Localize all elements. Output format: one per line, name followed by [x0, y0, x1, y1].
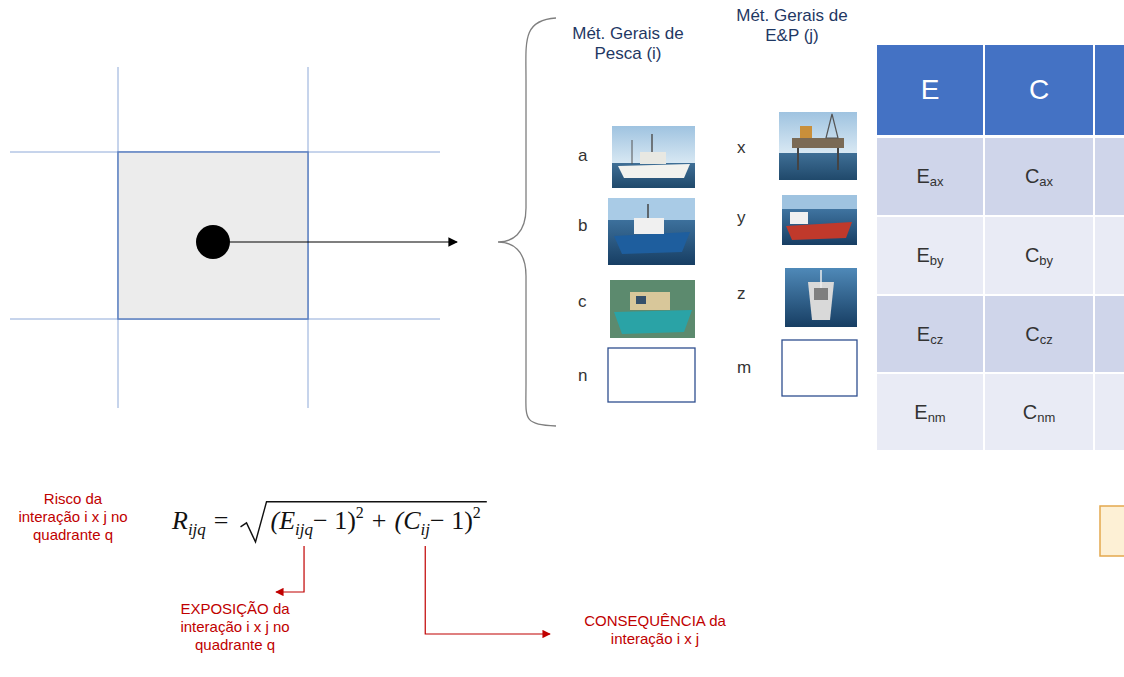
text-group: Cax — [985, 138, 1093, 214]
label-text: C — [1025, 244, 1039, 267]
label-text: n — [578, 366, 587, 386]
label-text: E — [914, 401, 927, 424]
arrow — [230, 241, 457, 242]
partial-box — [1100, 506, 1124, 556]
label-text: E — [921, 74, 940, 106]
index-text: cz — [1040, 332, 1053, 347]
label-text: (E — [271, 506, 296, 536]
leader-line — [276, 546, 304, 592]
text-group: Enm — [877, 374, 983, 450]
text-group: y — [737, 208, 746, 228]
label-text: E — [916, 244, 929, 267]
text-group: n — [578, 366, 587, 386]
text-group: Rijq=(Eijq− 1)2+(Cij− 1)2 — [172, 506, 481, 536]
label-text: z — [737, 284, 746, 304]
index-text: 2 — [473, 504, 481, 522]
label-text: m — [737, 358, 751, 378]
text-group: z — [737, 284, 746, 304]
leader-line — [425, 546, 550, 634]
text-group: Eby — [877, 217, 983, 293]
text-group: Cnm — [985, 374, 1093, 450]
text-group: CONSEQUÊNCIA da interação i x j — [560, 612, 750, 648]
empty-box — [782, 340, 857, 396]
table — [877, 45, 1124, 450]
grid — [10, 67, 440, 408]
index-text: nm — [928, 410, 946, 425]
label-text: C — [1029, 74, 1049, 106]
platform-photo — [779, 112, 857, 180]
label-text: c — [578, 292, 587, 312]
index-text: by — [1039, 253, 1053, 268]
text-group: E — [877, 45, 983, 135]
text-group: Cby — [985, 217, 1093, 293]
label-text: R — [172, 506, 188, 536]
label-text: Mét. Gerais de E&P (j) — [736, 6, 848, 47]
label-text: = — [214, 506, 229, 536]
label-text: a — [578, 146, 587, 166]
text-group: Ccz — [985, 296, 1093, 372]
label-text: E — [916, 165, 929, 188]
text-group: Mét. Gerais de Pesca (i) — [572, 24, 684, 65]
label-text: b — [578, 216, 587, 236]
label-text: − 1) — [430, 506, 473, 536]
boat-photo — [612, 126, 695, 188]
label-text: (C — [395, 506, 421, 536]
index-text: ijq — [188, 520, 206, 540]
curly-brace — [498, 18, 556, 426]
label-text: + — [372, 506, 387, 536]
label-text: CONSEQUÊNCIA da interação i x j — [560, 612, 750, 648]
label-text: Mét. Gerais de Pesca (i) — [572, 24, 684, 65]
point — [196, 225, 230, 259]
text-group: Eax — [877, 138, 983, 214]
boat-photo — [608, 198, 695, 265]
label-text: y — [737, 208, 746, 228]
text-group: c — [578, 292, 587, 312]
radical-sign — [241, 502, 487, 542]
label-text: E — [917, 323, 930, 346]
boat-photo — [610, 280, 695, 338]
drillship-photo — [785, 268, 857, 327]
text-group: Risco da interação i x j no quadrante q — [12, 490, 134, 544]
text-group: b — [578, 216, 587, 236]
index-text: ax — [1039, 174, 1053, 189]
text-group: Mét. Gerais de E&P (j) — [736, 6, 848, 47]
supply-vessel-photo — [782, 195, 857, 245]
text-group: x — [737, 138, 746, 158]
label-text: − 1) — [313, 506, 356, 536]
index-text: ax — [930, 174, 944, 189]
text-group: a — [578, 146, 587, 166]
text-group: C — [985, 45, 1093, 135]
index-text: ij — [421, 520, 430, 540]
label-text: C — [1025, 165, 1039, 188]
label-text: C — [1023, 401, 1037, 424]
index-text: ijq — [295, 520, 313, 540]
index-text: nm — [1037, 410, 1055, 425]
index-text: by — [930, 253, 944, 268]
quadrant — [118, 152, 308, 319]
index-text: cz — [930, 332, 943, 347]
index-text: 2 — [356, 504, 364, 522]
label-text: EXPOSIÇÃO da interação i x j no quadrant… — [148, 600, 322, 654]
label-text: x — [737, 138, 746, 158]
text-group: Ecz — [877, 296, 983, 372]
text-group: EXPOSIÇÃO da interação i x j no quadrant… — [148, 600, 322, 654]
empty-box — [608, 348, 695, 402]
label-text: C — [1025, 323, 1039, 346]
text-group: m — [737, 358, 751, 378]
label-text: Risco da interação i x j no quadrante q — [12, 490, 134, 544]
